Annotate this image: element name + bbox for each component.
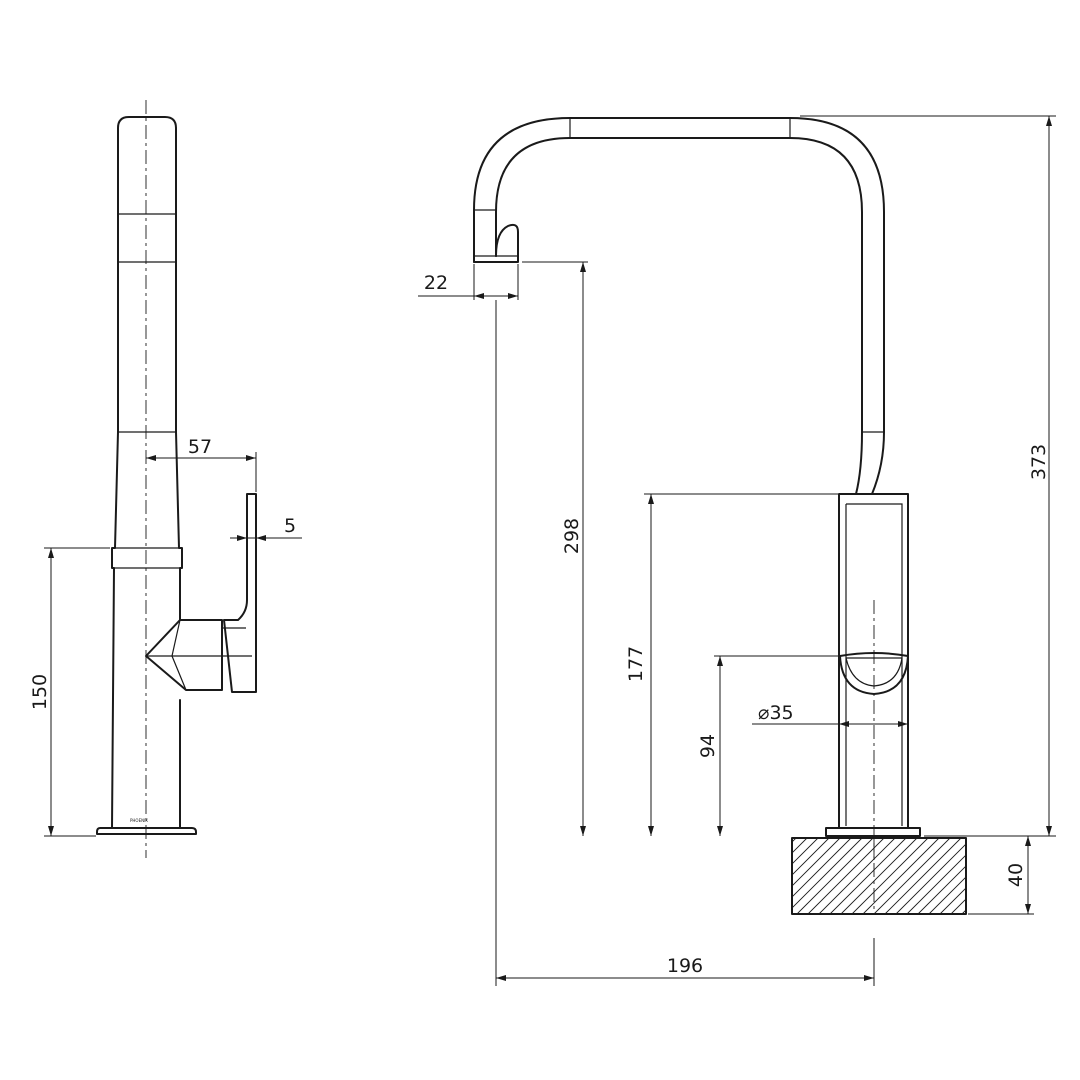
- bench-hatch-line: [895, 843, 966, 914]
- bench-hatch-line: [796, 838, 874, 914]
- dim-spout-reach: 196: [495, 300, 875, 986]
- bench-hatch-line: [939, 887, 966, 914]
- bench-hatch-line: [807, 838, 885, 914]
- bench-hatch-line: [792, 838, 830, 876]
- bench-section: [791, 837, 967, 915]
- bench-hatch-line: [884, 838, 962, 914]
- bench-hatch-line: [950, 898, 966, 914]
- side-lever: [223, 493, 257, 693]
- tap-body: [838, 493, 909, 829]
- dim-spout-outlet-height: 298: [522, 261, 588, 836]
- dim-177-label: 177: [625, 646, 647, 682]
- side-pullout-outline: [117, 116, 177, 433]
- dim-150-label: 150: [29, 674, 51, 710]
- svg-text:⌀35: ⌀35: [758, 702, 794, 724]
- bench-hatch-line: [906, 854, 966, 914]
- bench-hatch-line: [792, 838, 863, 909]
- dim-lever-pivot-height: 94: [697, 655, 838, 836]
- bench-hatch-line: [792, 838, 797, 843]
- dim-lever-top-height: 177: [625, 493, 838, 836]
- dim-side-handle-reach: 57: [146, 436, 257, 492]
- front-lever: [839, 652, 909, 695]
- side-handle-body: [145, 619, 223, 691]
- dim-spout-outlet-width: 22: [418, 264, 519, 300]
- diameter-symbol: ⌀: [758, 702, 769, 724]
- dim-body-diameter: ⌀35: [752, 702, 908, 727]
- bench-hatch-line: [862, 838, 940, 914]
- bench-hatch-line: [792, 838, 819, 865]
- brand-mark: PHOENIX: [130, 818, 148, 823]
- bench-hatch-line: [840, 838, 918, 914]
- bench-hatch-line: [851, 838, 929, 914]
- side-base-plate: [96, 827, 197, 835]
- dim-94-label: 94: [697, 734, 719, 758]
- side-view: PHOENIX 57 5 150: [29, 100, 302, 858]
- bench-hatch-line: [829, 838, 907, 914]
- bench-hatch-line: [928, 876, 966, 914]
- bench-hatch-line: [792, 838, 808, 854]
- dim-side-body-height: 150: [29, 547, 110, 837]
- dim-57-label: 57: [188, 436, 212, 458]
- dim-22-label: 22: [424, 272, 448, 294]
- bench-hatch-line: [917, 865, 966, 914]
- dim-bench-thickness: 40: [968, 836, 1034, 915]
- dim-373-label: 373: [1028, 444, 1050, 480]
- front-view: 22 298 177 94: [418, 115, 1056, 986]
- bench-hatch-line: [873, 838, 951, 914]
- dim-5-label: 5: [284, 515, 296, 537]
- bench-hatch-line: [792, 838, 852, 898]
- dim-35-label: 35: [769, 702, 793, 724]
- spray-head: [473, 223, 519, 263]
- spout-outer-outline: [473, 117, 885, 495]
- bench-hatch-line: [818, 838, 896, 914]
- dim-40-label: 40: [1005, 863, 1027, 887]
- dim-196-label: 196: [667, 955, 703, 977]
- dim-side-lever-thickness: 5: [230, 515, 302, 541]
- dim-overall-height: 373: [800, 115, 1056, 837]
- front-base-plate: [825, 827, 921, 837]
- bench-hatch-line: [792, 838, 841, 887]
- dim-298-label: 298: [561, 518, 583, 554]
- spout-inner-outline: [495, 137, 863, 495]
